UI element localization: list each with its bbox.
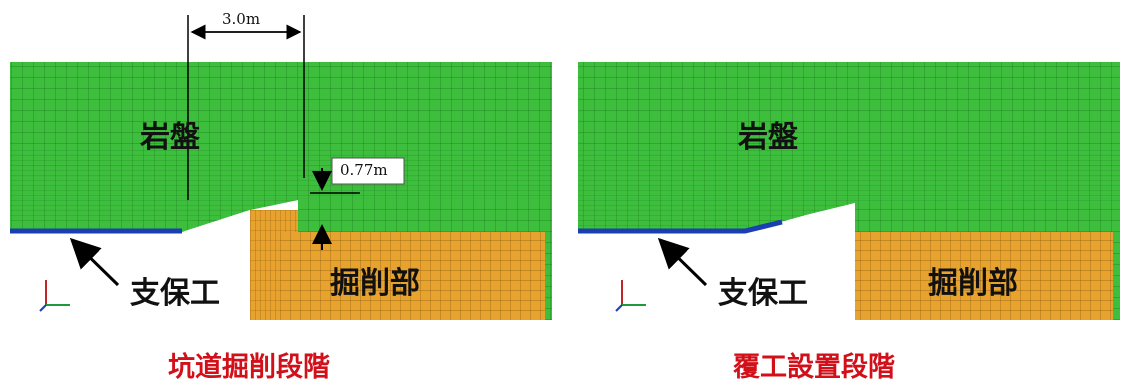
left-excavation-label: 掘削部 bbox=[330, 266, 420, 301]
left-dim-width-label: 3.0m bbox=[222, 10, 261, 28]
right-axis-triad bbox=[615, 280, 646, 312]
right-excavation-label: 掘削部 bbox=[928, 266, 1018, 301]
right-caption: 覆工設置段階 bbox=[733, 352, 895, 383]
right-excavation-region bbox=[855, 232, 1113, 320]
left-panel bbox=[10, 15, 552, 320]
right-rock-label: 岩盤 bbox=[738, 120, 798, 155]
right-rock-right-strip bbox=[1113, 232, 1120, 320]
left-dim-height-label: 0.77m bbox=[340, 161, 388, 179]
right-lining bbox=[578, 219, 783, 234]
left-excavation-fine-col bbox=[250, 210, 280, 320]
left-rock-fine-band bbox=[10, 150, 552, 222]
left-tunnel-cavity bbox=[10, 210, 250, 320]
left-axis-triad bbox=[39, 280, 70, 312]
left-dim-077-box bbox=[331, 157, 405, 185]
left-excavation-region-main bbox=[250, 232, 545, 320]
left-caption: 坑道掘削段階 bbox=[168, 352, 330, 383]
left-support-label: 支保工 bbox=[130, 276, 220, 311]
left-rock-right-strip bbox=[545, 232, 552, 320]
right-support-label: 支保工 bbox=[718, 276, 808, 311]
right-panel bbox=[578, 62, 1120, 320]
right-support-pointer-arrow bbox=[657, 237, 708, 287]
left-rock-label: 岩盤 bbox=[140, 120, 200, 155]
right-rock-fine-band bbox=[578, 150, 1120, 226]
left-support-pointer-arrow bbox=[69, 237, 120, 287]
